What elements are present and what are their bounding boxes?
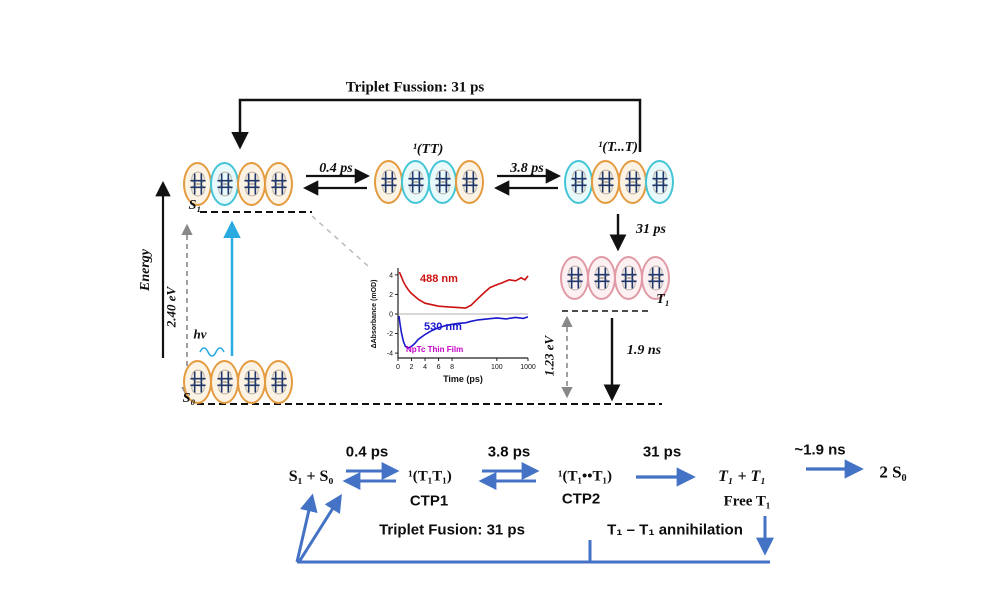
molecule-oval-pink	[587, 256, 616, 300]
svg-text:8: 8	[450, 364, 454, 371]
svg-text:-2: -2	[387, 331, 393, 338]
molecule-icon	[647, 265, 664, 291]
rate-31ps-label: 31 ps	[636, 222, 666, 237]
molecule-oval-pink	[614, 256, 643, 300]
scheme-fusion-note: Triplet Fusion: 31 ps	[379, 521, 525, 539]
molecule-oval-orange	[618, 160, 647, 204]
s0-label: S₀	[182, 391, 196, 406]
svg-text:-4: -4	[387, 351, 393, 358]
scheme-rate4-label: ~1.9 ns	[794, 441, 846, 459]
svg-text:2: 2	[410, 364, 414, 371]
scheme-reactant: S₁ + S₀	[288, 468, 334, 485]
svg-text:530 nm: 530 nm	[424, 321, 462, 333]
molecule-oval-orange	[264, 162, 293, 206]
scheme-ctp1-formula: ¹(T₁T₁)	[408, 468, 452, 485]
scheme-annihilation-note: T₁ – T₁ annihilation	[607, 521, 743, 539]
scheme-product: 2 S₀	[879, 462, 907, 482]
scheme-ctp2-formula: ¹(T₁••T₁)	[558, 468, 612, 485]
molecule-icon	[570, 169, 587, 195]
molecule-oval-orange	[210, 360, 239, 404]
molecule-icon	[597, 169, 614, 195]
tt-cluster	[374, 160, 484, 204]
molecule-oval-cyan	[564, 160, 593, 204]
molecule-oval-cyan	[401, 160, 430, 204]
svg-text:0: 0	[396, 364, 400, 371]
rate-38ps-label: 3.8 ps	[510, 161, 544, 176]
molecule-icon	[461, 169, 478, 195]
molecule-icon	[216, 171, 233, 197]
gap-123ev-label: 1.23 eV	[541, 335, 557, 377]
t1-label: T₁	[656, 292, 670, 307]
molecule-oval-orange	[374, 160, 403, 204]
svg-text:0: 0	[389, 312, 393, 319]
molecule-icon	[380, 169, 397, 195]
molecule-oval-orange	[264, 360, 293, 404]
rate-19ns-label: 1.9 ns	[626, 343, 662, 358]
svg-text:6: 6	[437, 364, 441, 371]
fusion-feedback-arrow	[231, 98, 642, 152]
molecule-icon	[407, 169, 424, 195]
svg-text:2: 2	[389, 292, 393, 299]
scheme-free-label: Free T₁	[723, 493, 771, 510]
molecule-icon	[434, 169, 451, 195]
molecule-oval-orange	[455, 160, 484, 204]
molecule-oval-orange	[591, 160, 620, 204]
scheme-free-pair: T₁ + T₁	[718, 468, 766, 485]
molecule-icon	[624, 169, 641, 195]
scheme-ctp1-label: CTP1	[409, 492, 449, 510]
s1-label: S₁	[188, 198, 202, 213]
molecule-icon	[216, 369, 233, 395]
svg-text:4: 4	[389, 272, 393, 279]
feedback-arm-2	[297, 493, 342, 563]
molecule-icon	[566, 265, 583, 291]
molecule-icon	[189, 369, 206, 395]
svg-text:ΔAbsorbance (mOD): ΔAbsorbance (mOD)	[371, 280, 378, 349]
molecule-oval-cyan	[428, 160, 457, 204]
molecule-icon	[651, 169, 668, 195]
molecule-icon	[593, 265, 610, 291]
svg-text:Time (ps): Time (ps)	[443, 374, 483, 384]
molecule-oval-orange	[237, 360, 266, 404]
molecule-oval-pink	[560, 256, 589, 300]
svg-text:4: 4	[423, 364, 427, 371]
s0-cluster	[183, 360, 293, 404]
top-fusion-label: Triplet Fussion: 31 ps	[345, 79, 485, 96]
rate-04ps-label: 0.4 ps	[319, 161, 353, 176]
molecule-oval-cyan	[210, 162, 239, 206]
molecule-icon	[243, 369, 260, 395]
molecule-icon	[620, 265, 637, 291]
t1-cluster	[560, 256, 670, 300]
molecule-icon	[270, 369, 287, 395]
photon-label: hν	[193, 326, 207, 342]
ttt-cluster	[564, 160, 674, 204]
svg-text:NpTc Thin Film: NpTc Thin Film	[406, 345, 463, 354]
scheme-rate1-label: 0.4 ps	[345, 443, 389, 461]
feedback-arm-1	[295, 493, 318, 563]
gap-240ev-label: 2.40 eV	[163, 286, 179, 328]
scheme-rate3-label: 31 ps	[642, 443, 682, 461]
molecule-icon	[189, 171, 206, 197]
scheme-ctp2-label: CTP2	[561, 490, 601, 508]
molecule-icon	[243, 171, 260, 197]
photon-squiggle	[199, 347, 225, 357]
inset-callout-line	[311, 215, 369, 267]
ttt-state-label: ¹(T...T)	[598, 140, 638, 155]
energy-axis-label: Energy	[138, 249, 153, 291]
svg-text:488 nm: 488 nm	[420, 273, 458, 285]
scheme-rate2-label: 3.8 ps	[487, 443, 531, 461]
tt-state-label: ¹(TT)	[412, 142, 444, 157]
svg-text:100: 100	[491, 364, 503, 371]
molecule-oval-pink	[641, 256, 670, 300]
molecule-icon	[270, 171, 287, 197]
s1-cluster	[183, 162, 293, 206]
molecule-oval-cyan	[645, 160, 674, 204]
molecule-oval-orange	[237, 162, 266, 206]
svg-text:1000: 1000	[520, 364, 536, 371]
